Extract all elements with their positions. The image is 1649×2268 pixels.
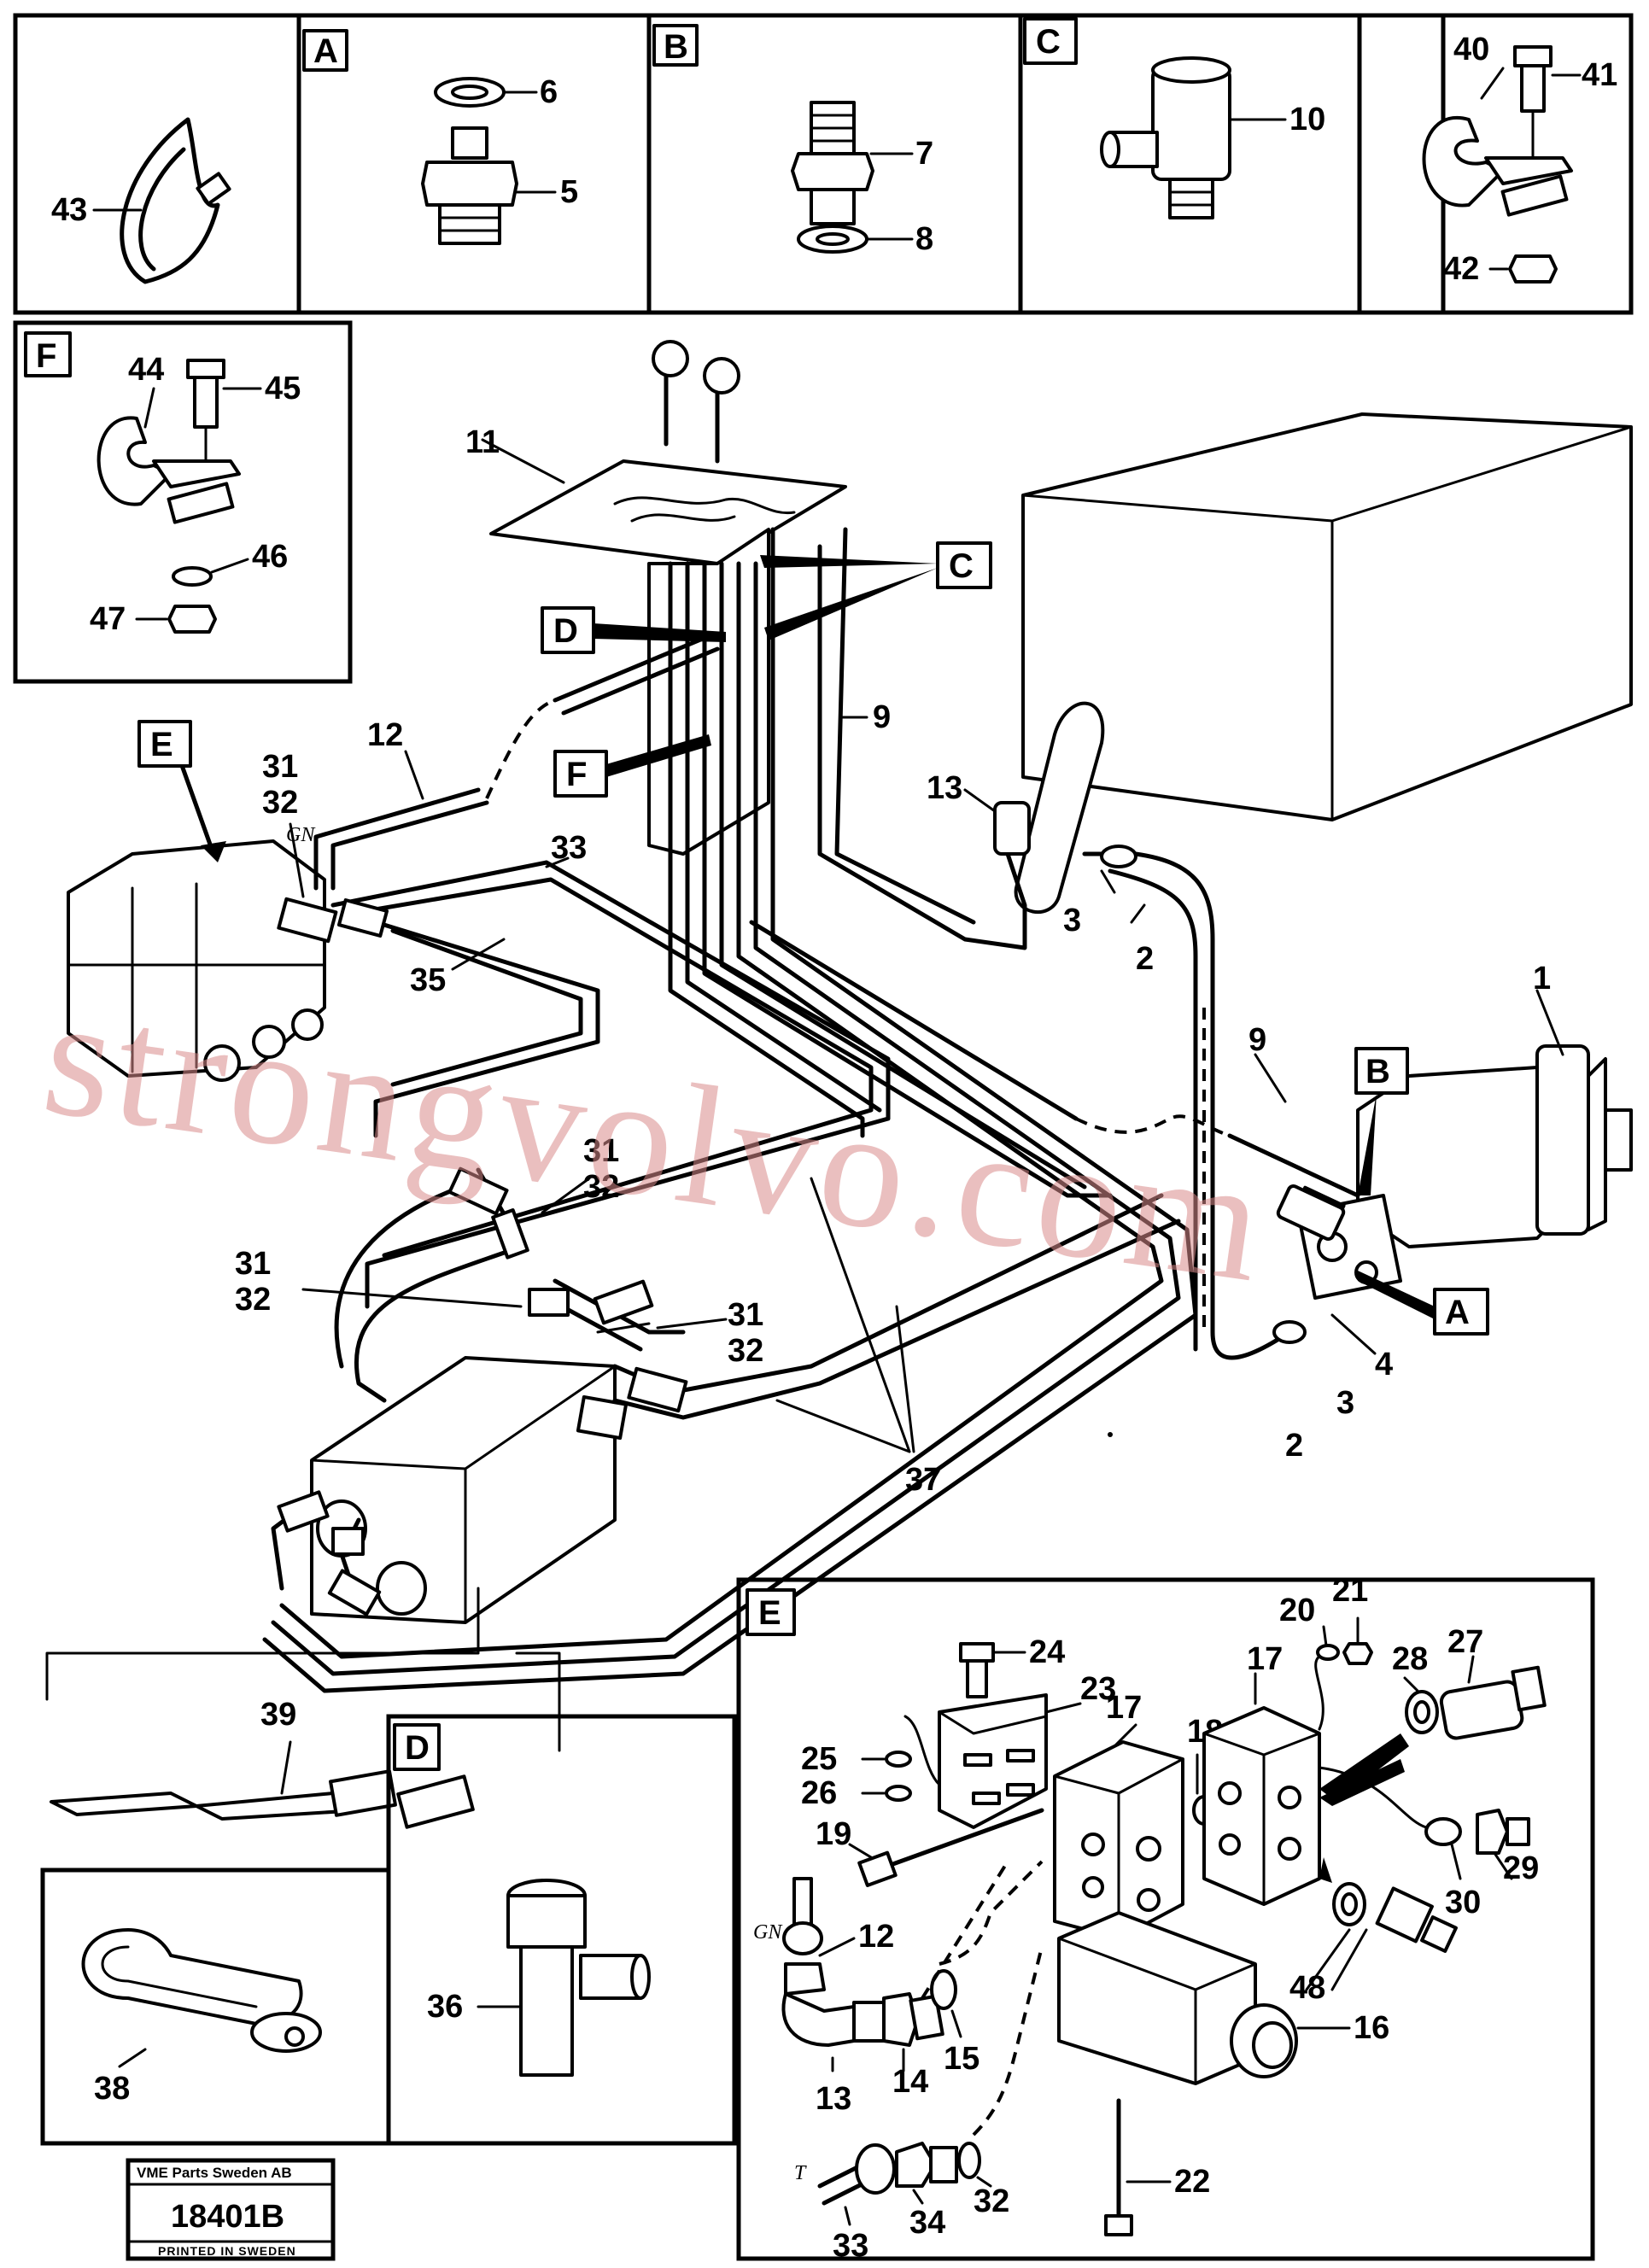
panel-detail-a: A 6 5 [302, 29, 578, 245]
part-number-9b: 9 [1248, 1022, 1266, 1058]
part-number-31a: 31 [262, 749, 298, 785]
part-number-29: 29 [1503, 1850, 1539, 1886]
part-number-3a: 3 [1063, 903, 1081, 938]
part-number-15: 15 [944, 2041, 979, 2077]
part-number-8: 8 [915, 221, 933, 257]
detail-label-b: B [664, 28, 688, 66]
panel-part-39: 39 [45, 1587, 561, 1829]
part-number-46: 46 [252, 539, 288, 575]
main-assembly: 11 1 [67, 340, 1633, 1693]
part-number-33a: 33 [551, 830, 587, 866]
panel-detail-b: B 7 8 [652, 24, 933, 257]
part-number-31d: 31 [728, 1297, 763, 1333]
part-number-16: 16 [1354, 2010, 1389, 2046]
part-number-31c: 31 [235, 1246, 271, 1282]
callout-e: E [150, 726, 173, 763]
title-block: VME Parts Sweden AB 18401B PRINTED IN SW… [126, 2158, 336, 2261]
part-number-11: 11 [465, 424, 500, 460]
part-number-30: 30 [1445, 1885, 1481, 1920]
panel-detail-e: E 24 23 25 26 19 17 [736, 1573, 1595, 2264]
part-number-45: 45 [265, 371, 301, 406]
part-number-26: 26 [801, 1775, 837, 1811]
callout-c: C [949, 547, 974, 585]
part-number-17b: 17 [1247, 1641, 1283, 1677]
part-number-6: 6 [540, 74, 558, 110]
part-number-48: 48 [1289, 1970, 1325, 2006]
part-number-42: 42 [1443, 251, 1479, 287]
part-number-21: 21 [1332, 1573, 1368, 1609]
hydraulic-tank [1021, 412, 1633, 821]
detail-label-c: C [1036, 23, 1061, 61]
part-number-1: 1 [1533, 961, 1551, 997]
part-number-7: 7 [915, 136, 933, 172]
part-number-9a: 9 [873, 699, 891, 735]
part-number-41: 41 [1582, 57, 1617, 93]
part-number-32d: 32 [728, 1333, 763, 1369]
main-valve-block [310, 1356, 617, 1624]
part-number-24: 24 [1029, 1634, 1065, 1670]
part-number-5: 5 [560, 174, 578, 210]
detail-label-f: F [36, 337, 56, 375]
part-number-22: 22 [1174, 2164, 1210, 2200]
part-number-28: 28 [1392, 1641, 1428, 1677]
part-number-38: 38 [94, 2071, 130, 2107]
hand-label-gn-1: GN [286, 824, 316, 846]
panel-part-38: 38 [40, 1868, 391, 2146]
part-number-47: 47 [90, 601, 126, 637]
part-number-40: 40 [1453, 32, 1489, 67]
part-number-43: 43 [51, 192, 87, 228]
part-number-27: 27 [1447, 1624, 1483, 1660]
panel-clamp-40: 40 41 42 [1422, 32, 1617, 287]
part-number-36: 36 [427, 1989, 463, 2025]
detail-label-box-a [302, 29, 348, 72]
panel-detail-d: D 36 [386, 1714, 737, 2146]
detail-label-d: D [405, 1729, 430, 1767]
detail-label-a: A [313, 32, 338, 70]
watermark-text: strongvolvo.com [33, 961, 1278, 1318]
part-number-10: 10 [1289, 102, 1325, 137]
part-number-44: 44 [128, 352, 164, 388]
panel-cable-strap: 43 [51, 117, 231, 284]
part-number-33b: 33 [833, 2228, 868, 2264]
part-number-2b: 2 [1285, 1428, 1303, 1464]
detail-label-e: E [758, 1594, 781, 1632]
part-number-13a: 13 [927, 770, 962, 806]
callout-f: F [566, 756, 587, 793]
hand-label-t-2: T [794, 2162, 807, 2184]
part-number-25: 25 [801, 1741, 837, 1777]
part-number-3b: 3 [1336, 1385, 1354, 1421]
part-number-20: 20 [1279, 1593, 1315, 1628]
part-number-35: 35 [410, 962, 446, 998]
callout-a: A [1445, 1294, 1470, 1331]
part-number-12b: 12 [858, 1919, 894, 1955]
part-number-34: 34 [909, 2205, 945, 2241]
part-number-32e: 32 [974, 2183, 1009, 2219]
part-number-23: 23 [1080, 1671, 1116, 1707]
part-number-17a: 17 [1106, 1690, 1142, 1726]
callout-b: B [1365, 1053, 1390, 1090]
hand-label-gn-2: GN [753, 1921, 783, 1944]
company-name: VME Parts Sweden AB [137, 2165, 292, 2181]
part-number-14: 14 [892, 2064, 928, 2100]
part-number-13b: 13 [816, 2081, 851, 2117]
part-number-32a: 32 [262, 785, 298, 821]
panel-detail-c: C 10 [1023, 17, 1325, 219]
part-number-2a: 2 [1136, 941, 1154, 977]
part-number-37: 37 [905, 1462, 941, 1498]
part-number-32c: 32 [235, 1282, 271, 1318]
drawing-number: 18401B [171, 2199, 284, 2235]
panel-detail-f: F 44 45 46 47 [13, 320, 353, 684]
part-number-19: 19 [816, 1816, 851, 1852]
part-number-39: 39 [260, 1697, 296, 1733]
part-number-31b: 31 [583, 1133, 619, 1169]
part-number-32b: 32 [583, 1169, 619, 1205]
printed-in: PRINTED IN SWEDEN [158, 2244, 296, 2258]
part-number-4: 4 [1375, 1347, 1393, 1382]
part-number-12a: 12 [367, 717, 403, 753]
callout-d: D [553, 612, 578, 650]
